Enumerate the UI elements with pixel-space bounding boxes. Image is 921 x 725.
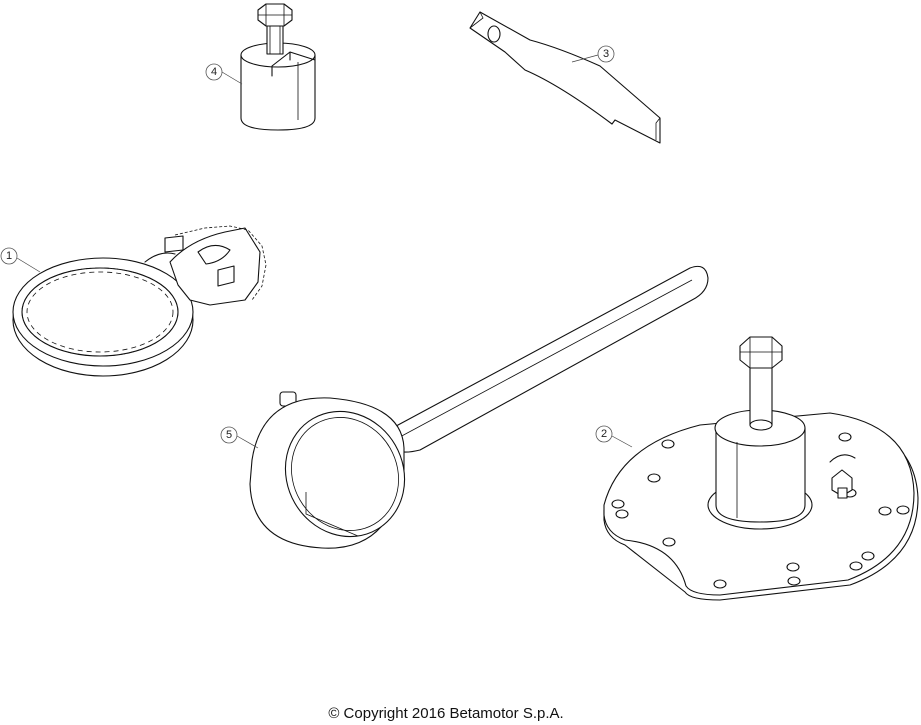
callout-3: 3 xyxy=(571,45,615,63)
svg-text:5: 5 xyxy=(226,429,232,441)
svg-text:1: 1 xyxy=(6,250,12,262)
svg-text:2: 2 xyxy=(601,428,607,440)
plate-holes xyxy=(611,432,910,589)
callout-4: 4 xyxy=(205,63,243,85)
callout-5: 5 xyxy=(220,426,259,449)
part-5-ring-spanner xyxy=(249,265,709,549)
copyright-notice: © Copyright 2016 Betamotor S.p.A. xyxy=(328,705,564,722)
callout-2: 2 xyxy=(595,425,633,448)
part-2-plate-puller xyxy=(603,336,919,601)
part-4-puller xyxy=(240,3,316,131)
svg-text:3: 3 xyxy=(603,48,609,60)
callout-1: 1 xyxy=(0,247,41,273)
svg-text:4: 4 xyxy=(211,66,217,78)
part-3-flat-tool xyxy=(469,11,661,144)
part-1-ring-wrench xyxy=(12,225,267,377)
